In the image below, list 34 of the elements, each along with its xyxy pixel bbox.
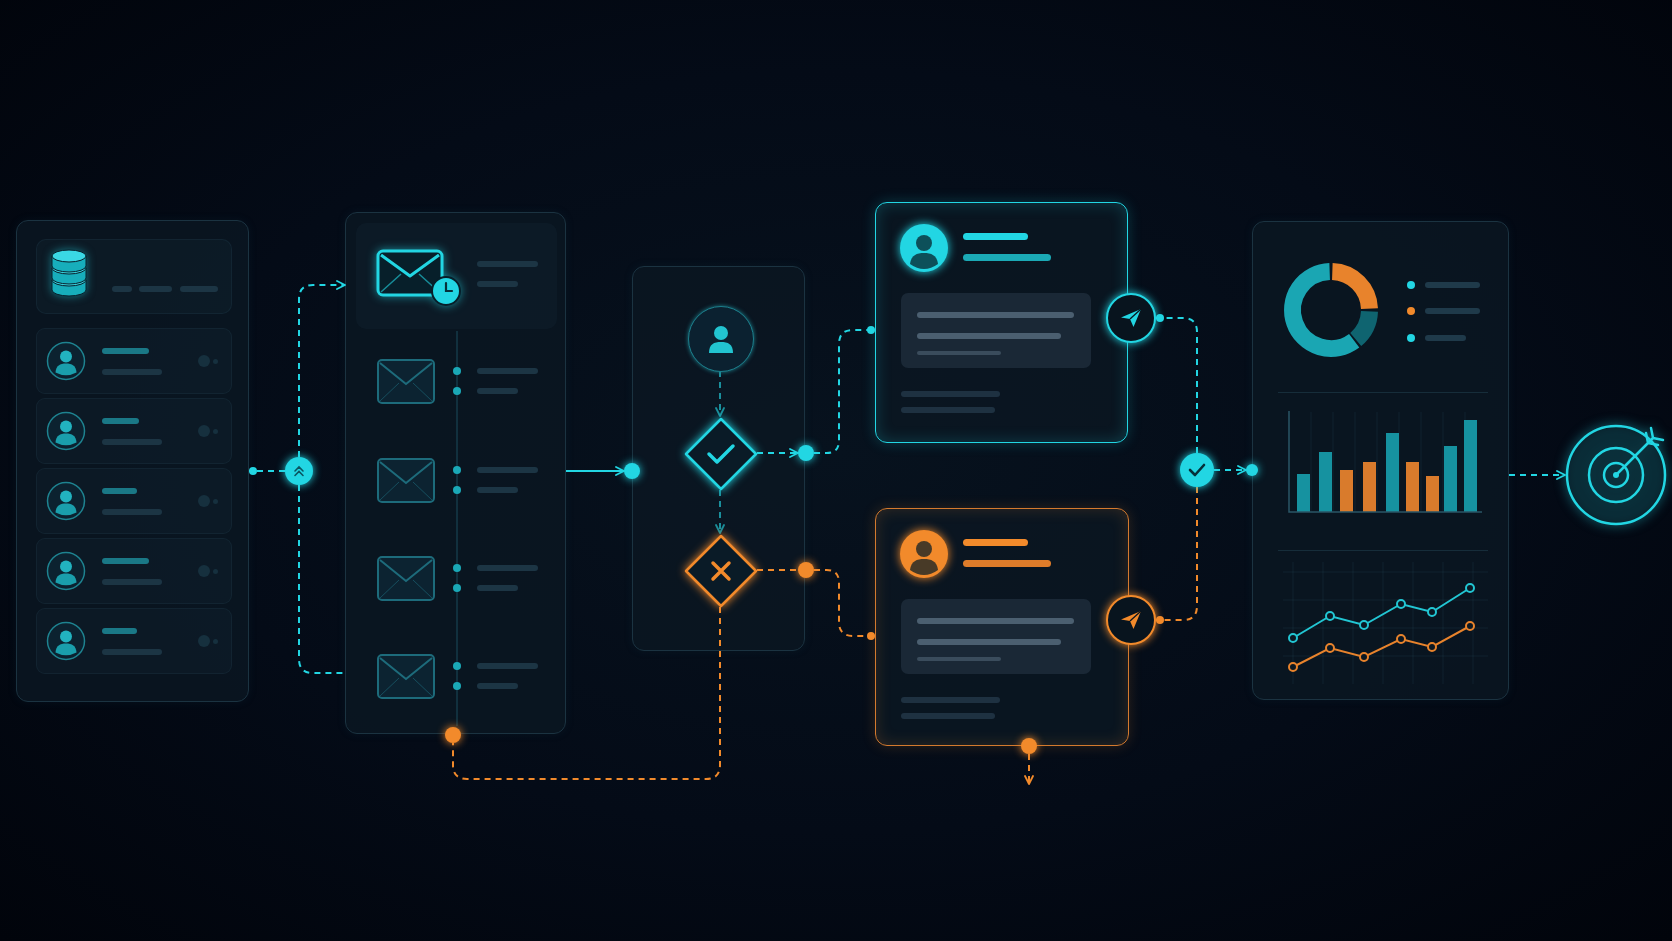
junction-circle (285, 457, 313, 485)
email-panel (345, 212, 566, 734)
dashed-arrow (756, 448, 799, 458)
connector-dot (798, 562, 814, 578)
dashed-arrow (715, 489, 725, 534)
connector-dot (1021, 738, 1037, 754)
dashed-connector (1155, 314, 1198, 454)
send-circle (1106, 293, 1156, 343)
connector-dot (1246, 464, 1258, 476)
dashed-connector (248, 467, 286, 475)
dashed-arrow (1213, 465, 1247, 475)
dashed-connector (1155, 486, 1198, 624)
dashed-arrow (1508, 470, 1566, 480)
dashed-connector (452, 606, 721, 780)
target-icon (1565, 424, 1667, 526)
connector-dot (624, 463, 640, 479)
decision-panel (632, 266, 805, 651)
decision-diamond (684, 534, 758, 608)
list-panel (16, 220, 249, 702)
check-circle (1180, 453, 1214, 487)
decision-diamond (684, 417, 758, 491)
dashed-connector (756, 569, 799, 571)
dashed-arrow (1024, 753, 1034, 785)
dashed-arrow (298, 280, 346, 458)
avatar-circle (688, 306, 754, 372)
connector-dot (798, 445, 814, 461)
dashed-connector (813, 569, 876, 640)
dashed-connector (813, 326, 876, 454)
send-circle (1106, 595, 1156, 645)
connector-dot (445, 727, 461, 743)
profile-card (875, 508, 1129, 746)
arrow (565, 466, 625, 476)
dashed-arrow (715, 370, 725, 417)
profile-card (875, 202, 1128, 443)
